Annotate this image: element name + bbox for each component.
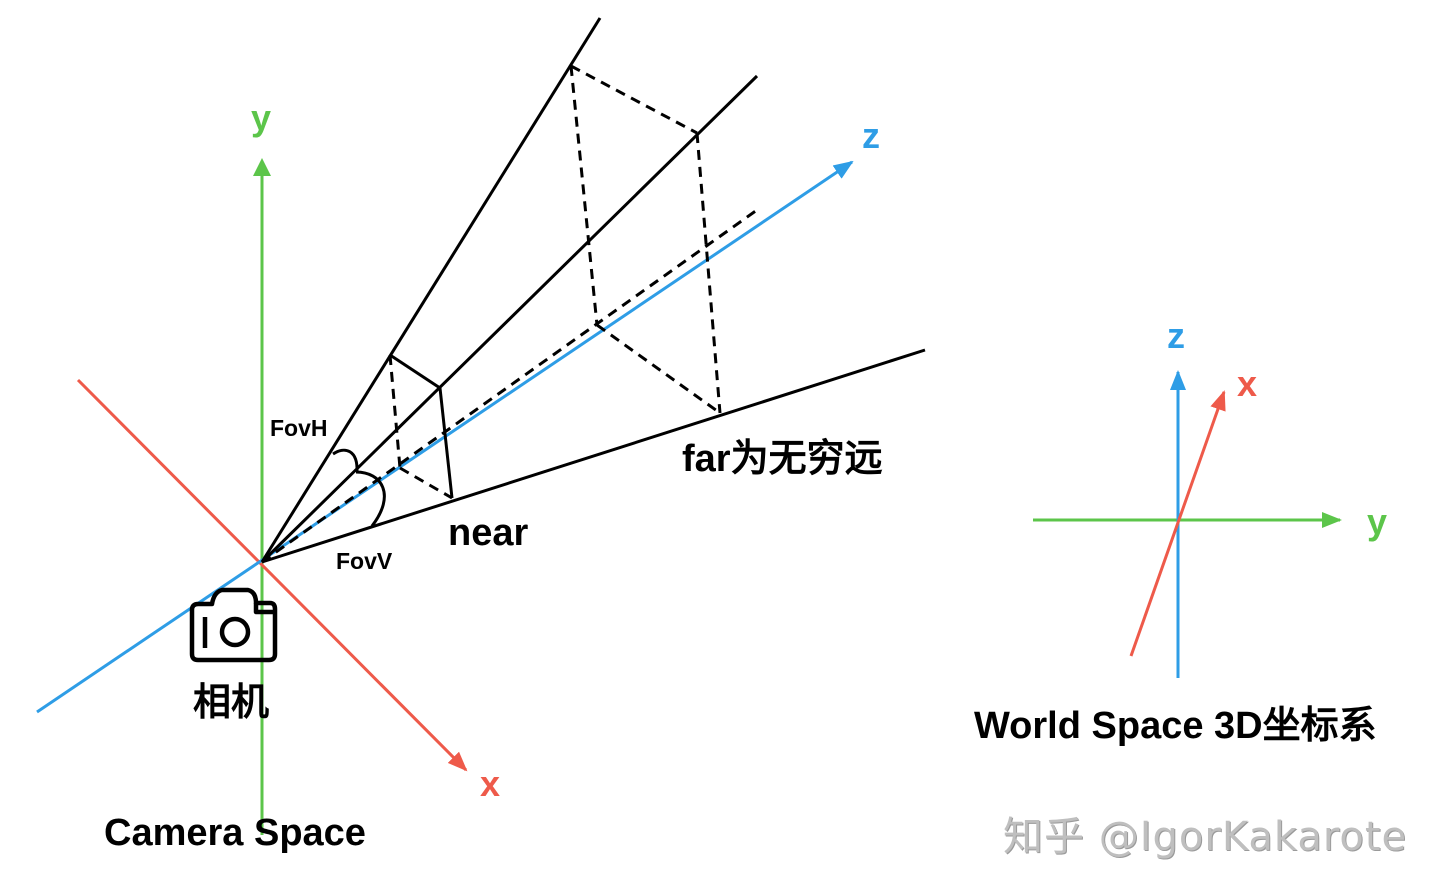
view-frustum <box>260 17 926 564</box>
fovh-arc <box>332 448 359 473</box>
camera-y-label: y <box>251 97 272 138</box>
camera-space-title: Camera Space <box>104 812 366 854</box>
world-x-axis <box>1129 390 1226 657</box>
near-label: near <box>448 512 529 554</box>
world-x-label: x <box>1237 363 1258 404</box>
camera-icon <box>189 587 278 663</box>
fovv-label: FovV <box>336 548 393 574</box>
frustum-ray-top <box>260 17 602 563</box>
watermark: 知乎 @IgorKakarote <box>1003 814 1408 860</box>
camera-label: 相机 <box>193 682 270 724</box>
world-z-label: z <box>1167 315 1185 356</box>
world-space-title: World Space 3D坐标系 <box>974 705 1377 747</box>
fovv-arc <box>355 470 386 527</box>
world-y-label: y <box>1367 501 1388 542</box>
camera-x-label: x <box>480 763 501 804</box>
camera-z-label: z <box>862 115 880 156</box>
frustum-ray-middle <box>260 74 759 564</box>
far-label: far为无穷远 <box>682 438 883 480</box>
frustum-ray-bottom <box>261 348 926 564</box>
camera-x-axis <box>76 378 468 772</box>
camera-y-arrowhead <box>253 158 271 176</box>
fovh-label: FovH <box>270 415 328 441</box>
